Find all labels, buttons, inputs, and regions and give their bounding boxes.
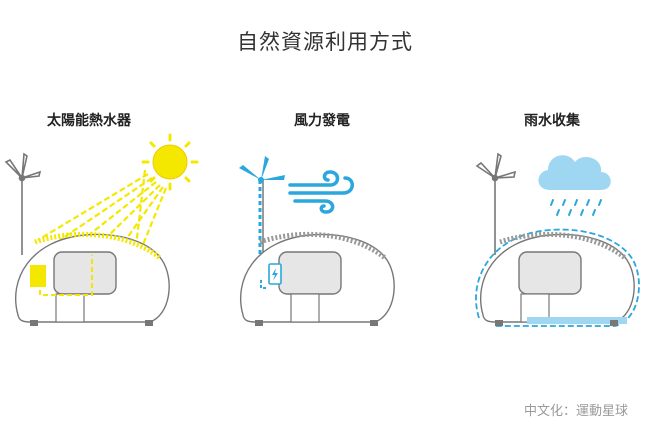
wind-panel-diagram	[239, 156, 395, 326]
solar-rays	[37, 169, 168, 256]
turbine-icon	[475, 152, 517, 255]
rain-panel-diagram	[475, 152, 640, 327]
eco-pod	[239, 231, 395, 326]
credit-text: 中文化：運動星球	[523, 404, 628, 419]
turbine-icon	[4, 152, 42, 255]
label-solar: 太陽能熱水器	[47, 113, 131, 129]
rain-cloud-icon	[538, 155, 611, 216]
sun-icon	[141, 133, 199, 191]
eco-pod	[14, 231, 170, 326]
diagram-title: 自然資源利用方式	[237, 30, 413, 54]
eco-pod	[475, 228, 640, 327]
battery-icon	[268, 263, 282, 285]
label-wind: 風力發電	[294, 113, 350, 129]
solar-panel-diagram	[4, 133, 199, 326]
label-rain: 雨水收集	[524, 113, 580, 129]
wind-icon	[288, 170, 354, 214]
